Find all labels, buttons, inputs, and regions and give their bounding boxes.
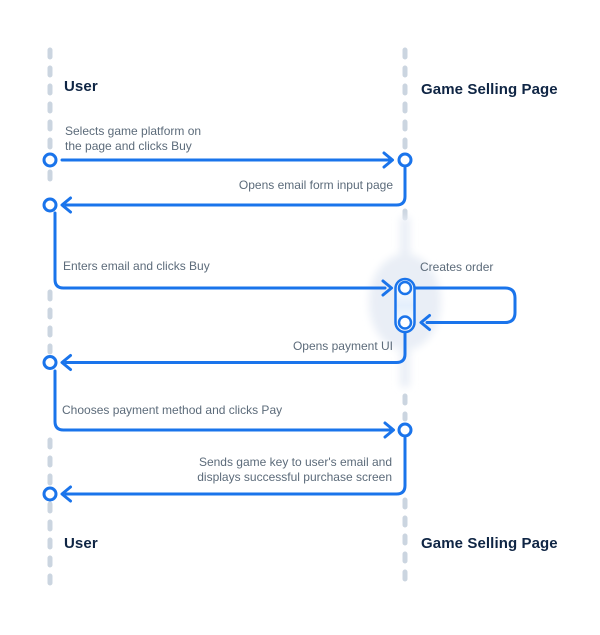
message-label-enters-email: Enters email and clicks Buy: [63, 259, 210, 273]
arrow-sends-game-key: [60, 436, 407, 503]
message-label-sends-game-key: Sends game key to user's email and displ…: [197, 455, 392, 484]
message-label-selects-game-platform: Selects game platform on the page and cl…: [65, 124, 202, 153]
activation-node-top: [397, 280, 413, 296]
arrow-enters-email: [53, 211, 393, 297]
message-label-opens-email-form: Opens email form input page: [238, 178, 393, 192]
arrow-creates-order-self-loop: [413, 286, 517, 331]
arrow-opens-email-form: [60, 166, 407, 214]
endpoint-node: [397, 152, 413, 168]
message-label-opens-payment-ui: Opens payment UI: [292, 339, 393, 353]
endpoint-node: [42, 355, 58, 370]
endpoint-nodes: [42, 152, 413, 502]
arrow-selects-game-platform: [60, 151, 394, 169]
actor-label-game-selling-page-bottom: Game Selling Page: [421, 535, 558, 552]
arrow-opens-payment-ui: [60, 331, 407, 371]
endpoint-node: [42, 486, 58, 502]
message-label-creates-order: Creates order: [420, 260, 494, 274]
actor-label-user-bottom: User: [64, 535, 98, 552]
endpoint-node: [42, 197, 58, 213]
activation-bar: [394, 277, 416, 334]
endpoint-node: [42, 152, 58, 168]
actor-label-game-selling-page-top: Game Selling Page: [421, 81, 558, 98]
endpoint-node: [397, 422, 413, 438]
activation-node-bottom: [397, 315, 413, 330]
arrow-chooses-payment-method: [53, 369, 395, 439]
message-arrows: [53, 151, 517, 503]
actor-label-user-top: User: [64, 78, 98, 95]
message-label-chooses-payment-method: Chooses payment method and clicks Pay: [62, 403, 283, 417]
